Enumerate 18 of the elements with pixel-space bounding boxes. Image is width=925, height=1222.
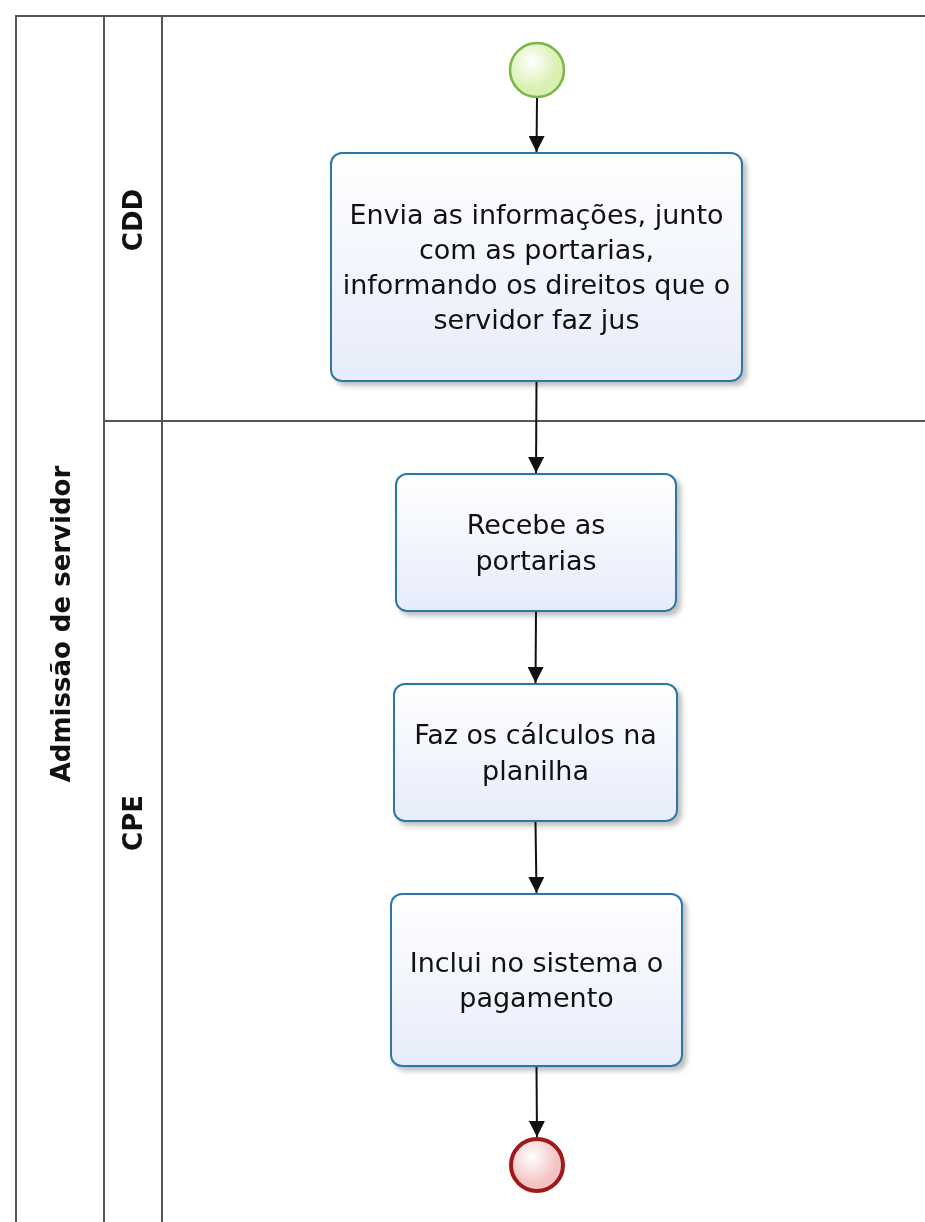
task-box [393,683,678,822]
arrow [527,611,544,684]
task-label: Faz os cálculos na planilha [413,718,658,788]
arrow [528,821,545,894]
task-box [390,893,683,1067]
lane-label: CDD [118,188,148,251]
task-label: Recebe as portarias [465,508,607,578]
task-box [330,152,743,382]
pool [15,15,925,1222]
arrow [528,1066,545,1138]
task-label: Inclui no sistema o pagamento [408,945,665,1015]
lane-label: CPE [118,795,148,851]
swimlane [103,420,925,1222]
pool-label: Admissão de servidor [46,465,76,783]
task-box [395,473,677,612]
task-label: Envia as informações, junto com as portarias, informando os direitos que o servidor faz jus [341,197,732,338]
arrow [528,97,545,153]
arrow [528,381,545,474]
